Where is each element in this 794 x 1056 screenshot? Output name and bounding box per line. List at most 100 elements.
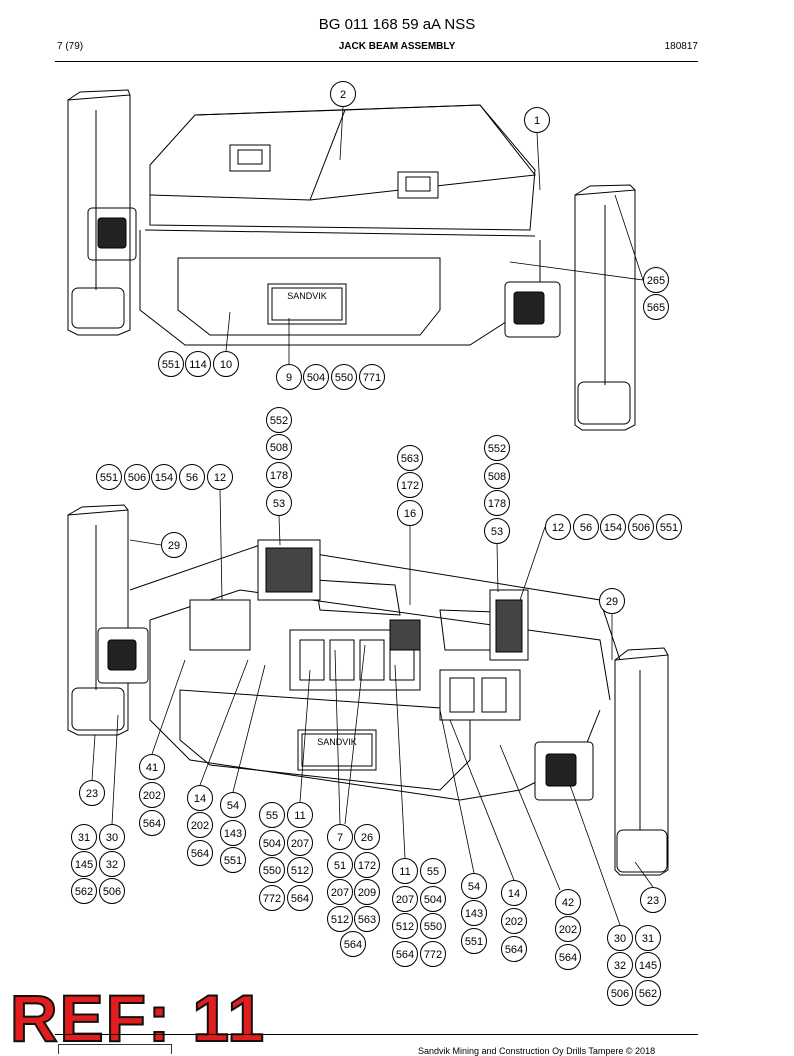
callout-balloon: 41 <box>139 754 165 780</box>
callout-balloon: 30 <box>607 925 633 951</box>
callout-balloon: 55 <box>420 858 446 884</box>
callout-balloon: 31 <box>635 925 661 951</box>
callout-balloon: 562 <box>635 980 661 1006</box>
callout-balloon: 506 <box>99 878 125 904</box>
callout-balloon: 202 <box>139 782 165 808</box>
brand-plate-bottom: SANDVIK <box>317 737 357 747</box>
callout-balloon: 512 <box>327 906 353 932</box>
callout-balloon: 207 <box>287 830 313 856</box>
callout-balloon: 56 <box>573 514 599 540</box>
callout-balloon: 14 <box>501 880 527 906</box>
callout-balloon: 29 <box>599 588 625 614</box>
callout-balloon: 202 <box>187 812 213 838</box>
callout-balloon: 12 <box>207 464 233 490</box>
callout-balloon: 550 <box>259 857 285 883</box>
brand-plate-top: SANDVIK <box>287 291 327 301</box>
callout-balloon: 207 <box>392 886 418 912</box>
callout-balloon: 551 <box>461 928 487 954</box>
callout-balloon: 12 <box>545 514 571 540</box>
callout-balloon: 564 <box>392 941 418 967</box>
callout-balloon: 551 <box>158 351 184 377</box>
callout-balloon: 178 <box>484 490 510 516</box>
callout-balloon: 145 <box>71 851 97 877</box>
callout-balloon: 265 <box>643 267 669 293</box>
callout-balloon: 143 <box>220 820 246 846</box>
callout-balloon: 54 <box>461 873 487 899</box>
callout-balloon: 172 <box>354 852 380 878</box>
top-jack-beam-drawing: SANDVIK <box>67 89 636 431</box>
callout-balloon: 7 <box>327 824 353 850</box>
sandvik-logo-fragment <box>58 1044 172 1054</box>
callout-balloon: 14 <box>187 785 213 811</box>
callout-balloon: 11 <box>287 802 313 828</box>
callout-balloon: 563 <box>354 906 380 932</box>
callout-balloon: 771 <box>359 364 385 390</box>
callout-balloon: 564 <box>287 885 313 911</box>
callout-balloon: 506 <box>607 980 633 1006</box>
callout-balloon: 552 <box>484 435 510 461</box>
callout-balloon: 42 <box>555 889 581 915</box>
callout-balloon: 53 <box>266 490 292 516</box>
callout-balloon: 26 <box>354 824 380 850</box>
header-rule <box>55 61 698 62</box>
callout-balloon: 23 <box>79 780 105 806</box>
callout-balloon: 202 <box>555 916 581 942</box>
callout-balloon: 562 <box>71 878 97 904</box>
callout-balloon: 11 <box>392 858 418 884</box>
callout-balloon: 512 <box>287 857 313 883</box>
callout-balloon: 564 <box>501 936 527 962</box>
revision-date: 180817 <box>664 41 698 52</box>
callout-balloon: 53 <box>484 518 510 544</box>
callout-balloon: 51 <box>327 852 353 878</box>
callout-balloon: 32 <box>607 952 633 978</box>
ref-stamp: REF: 11 <box>9 981 267 1055</box>
page-number: 7 (79) <box>57 41 84 52</box>
callout-balloon: 564 <box>555 944 581 970</box>
callout-balloon: 10 <box>213 351 239 377</box>
callout-balloon: 29 <box>161 532 187 558</box>
callout-balloon: 9 <box>276 364 302 390</box>
callout-balloon: 31 <box>71 824 97 850</box>
callout-balloon: 508 <box>266 434 292 460</box>
callout-balloon: 551 <box>656 514 682 540</box>
callout-balloon: 143 <box>461 900 487 926</box>
callout-balloon: 32 <box>99 851 125 877</box>
callout-balloon: 552 <box>266 407 292 433</box>
callout-balloon: 772 <box>259 885 285 911</box>
callout-balloon: 551 <box>220 847 246 873</box>
callout-balloon: 504 <box>259 830 285 856</box>
callout-balloon: 209 <box>354 879 380 905</box>
callout-balloon: 16 <box>397 500 423 526</box>
callout-balloon: 550 <box>331 364 357 390</box>
callout-balloon: 508 <box>484 463 510 489</box>
bottom-jack-beam-drawing: SANDVIK <box>67 504 669 876</box>
callout-balloon: 154 <box>600 514 626 540</box>
callout-balloon: 772 <box>420 941 446 967</box>
callout-balloon: 207 <box>327 879 353 905</box>
callout-balloon: 506 <box>628 514 654 540</box>
callout-balloon: 564 <box>340 931 366 957</box>
callout-balloon: 23 <box>640 887 666 913</box>
callout-balloon: 551 <box>96 464 122 490</box>
callout-balloon: 1 <box>524 107 550 133</box>
callout-balloon: 564 <box>187 840 213 866</box>
callout-balloon: 563 <box>397 445 423 471</box>
callout-balloon: 2 <box>330 81 356 107</box>
page-title: JACK BEAM ASSEMBLY <box>338 41 456 52</box>
callout-balloon: 56 <box>179 464 205 490</box>
footer-copyright: Sandvik Mining and Construction Oy Drill… <box>418 1046 656 1056</box>
callout-balloon: 54 <box>220 792 246 818</box>
callout-balloon: 202 <box>501 908 527 934</box>
callout-balloon: 145 <box>635 952 661 978</box>
callout-balloon: 114 <box>185 351 211 377</box>
leader-lines <box>91 106 654 926</box>
callout-balloon: 154 <box>151 464 177 490</box>
callout-balloon: 506 <box>124 464 150 490</box>
document-id: BG 011 168 59 aA NSS <box>318 16 476 33</box>
callout-balloon: 512 <box>392 913 418 939</box>
callout-balloon: 30 <box>99 824 125 850</box>
callout-balloon: 55 <box>259 802 285 828</box>
callout-balloon: 565 <box>643 294 669 320</box>
callout-balloon: 564 <box>139 810 165 836</box>
